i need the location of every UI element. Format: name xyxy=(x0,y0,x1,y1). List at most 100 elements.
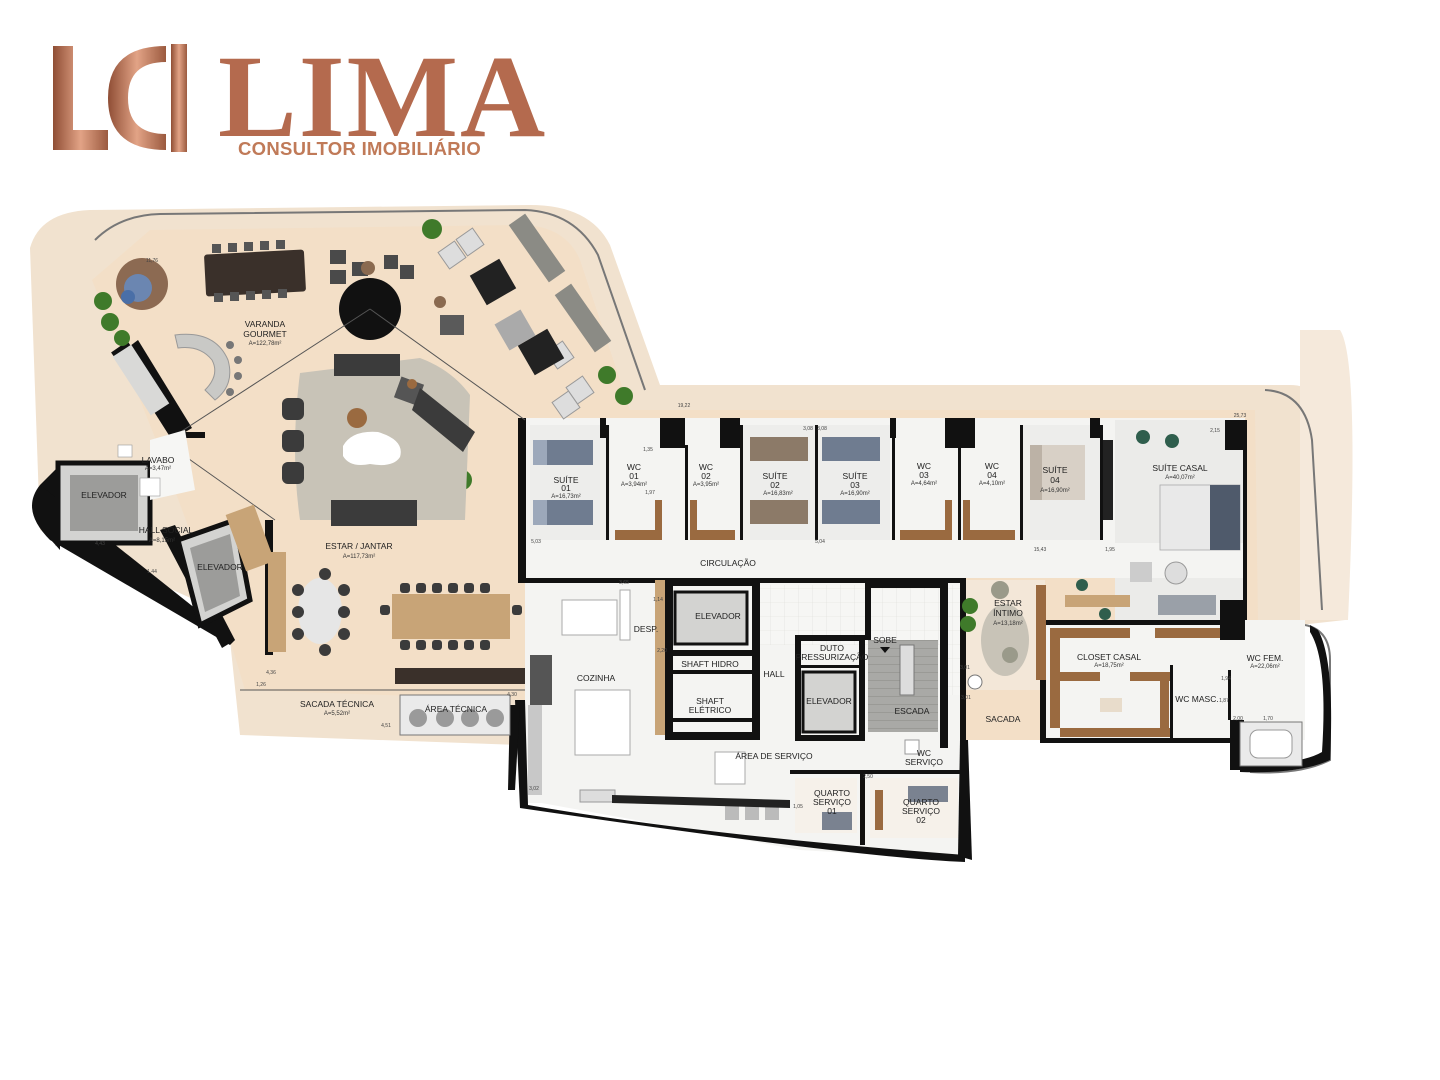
label-estar-intimo-2: ÍNTIMO xyxy=(993,608,1023,618)
varanda-furniture xyxy=(112,213,612,420)
dim-13: 1,14 xyxy=(653,597,663,603)
dim-26: 1,44 xyxy=(147,569,157,575)
label-circulacao: CIRCULAÇÃO xyxy=(700,558,756,568)
dim-22: 4,51 xyxy=(381,723,391,729)
label-duto-1: DUTO xyxy=(820,643,844,653)
area-suite02: A=16,83m² xyxy=(763,491,793,497)
dim-17: 1,87 xyxy=(1219,698,1229,704)
label-duto-2: PRESSURIZAÇÃO xyxy=(796,652,869,662)
area-estar-intimo: A=13,18m² xyxy=(993,621,1023,627)
kitchen-furniture xyxy=(528,580,790,820)
elevador-hall-box xyxy=(801,670,857,734)
dim-18: 2,00 xyxy=(1233,716,1243,722)
area-varanda: A=122,78m² xyxy=(249,341,282,347)
label-elevador-west-1: ELEVADOR xyxy=(81,490,127,500)
dim-12: 2,15 xyxy=(1210,428,1220,434)
label-quarto-servico2-2: SERVIÇO xyxy=(902,806,940,816)
label-escada: ESCADA xyxy=(895,706,930,716)
label-shaft-hidro: SHAFT HIDRO xyxy=(681,659,739,669)
brand-name: LIMA xyxy=(218,31,548,162)
label-lavabo: LAVABO xyxy=(142,455,175,465)
label-sacada-tecnica: SACADA TÉCNICA xyxy=(300,699,374,709)
label-area-tecnica: ÁREA TÉCNICA xyxy=(425,704,488,714)
dim-2: 19,22 xyxy=(678,403,691,409)
label-elevador-servico: ELEVADOR xyxy=(695,611,741,621)
dim-8: 5,03 xyxy=(531,539,541,545)
area-wc01: A=3,94m² xyxy=(621,482,647,488)
label-shaft-eletrico-1: SHAFT xyxy=(696,696,724,706)
area-closet-casal: A=18,75m² xyxy=(1094,663,1124,669)
label-estar-intimo-1: ESTAR xyxy=(994,598,1022,608)
area-wc04: A=4,10m² xyxy=(979,481,1005,487)
area-suite-casal: A=40,07m² xyxy=(1165,475,1195,481)
dim-20: 3,01 xyxy=(960,665,970,671)
dim-9: 5,04 xyxy=(815,539,825,545)
label-area-servico: ÁREA DE SERVIÇO xyxy=(735,751,813,761)
area-suite03: A=16,90m² xyxy=(840,491,870,497)
label-suite03-1: SUÍTE xyxy=(842,471,867,481)
dim-21: 3,01 xyxy=(961,695,971,701)
label-quarto-servico2-1: QUARTO xyxy=(903,797,939,807)
label-desp: DESP. xyxy=(634,624,658,634)
bedroom-furniture xyxy=(533,430,1241,620)
area-estar-jantar: A=117,73m² xyxy=(343,554,375,560)
label-closet-casal: CLOSET CASAL xyxy=(1077,652,1141,662)
label-suite01-2: 01 xyxy=(561,483,571,493)
label-suite04-1: SUÍTE xyxy=(1042,465,1067,475)
label-quarto-servico1-1: QUARTO xyxy=(814,788,850,798)
lc-monogram-icon xyxy=(53,44,187,152)
label-suite-casal: SUÍTE CASAL xyxy=(1152,463,1208,473)
label-varanda-1: VARANDA xyxy=(245,319,286,329)
living-room-furniture xyxy=(225,354,525,684)
label-varanda-2: GOURMET xyxy=(243,329,286,339)
dim-10: 15,43 xyxy=(1034,547,1047,553)
label-quarto-servico1-3: 01 xyxy=(827,806,837,816)
label-suite03-2: 03 xyxy=(850,480,860,490)
dim-16: 1,94 xyxy=(1221,676,1231,682)
label-suite04-2: 04 xyxy=(1050,475,1060,485)
dim-11: 1,95 xyxy=(1105,547,1115,553)
dim-25: 4,43 xyxy=(95,541,105,547)
dim-1: 11,76 xyxy=(146,258,158,264)
label-estar-jantar: ESTAR / JANTAR xyxy=(325,541,392,551)
dim-5: 1,97 xyxy=(645,490,655,496)
dim-29: 1,05 xyxy=(793,804,803,810)
label-cozinha: COZINHA xyxy=(577,673,616,683)
label-hall: HALL xyxy=(763,669,785,679)
label-suite01-1: SUÍTE xyxy=(553,475,578,485)
label-quarto-servico1-2: SERVIÇO xyxy=(813,797,851,807)
area-suite04: A=16,90m² xyxy=(1040,488,1070,494)
dim-7: 3,08 xyxy=(817,426,827,432)
label-sobe: SOBE xyxy=(873,635,897,645)
label-wc01-1: WC xyxy=(627,462,641,472)
stair-arrow-icon xyxy=(880,647,890,653)
label-wc03-1: WC xyxy=(917,461,931,471)
brand-tagline: CONSULTOR IMOBILIÁRIO xyxy=(238,138,482,159)
area-hall-social: A=8,15m² xyxy=(149,538,175,544)
area-wc-fem: A=22,06m² xyxy=(1250,664,1280,670)
elevador-servico-box xyxy=(673,590,749,646)
label-wc04-2: 04 xyxy=(987,470,997,480)
elevator-west-1 xyxy=(55,460,153,546)
area-wc02: A=3,95m² xyxy=(693,482,719,488)
dim-4: 1,35 xyxy=(643,447,653,453)
label-wc-masc: WC MASC. xyxy=(1175,694,1218,704)
label-suite02-1: SUÍTE xyxy=(762,471,787,481)
dim-30: 3,02 xyxy=(529,786,539,792)
area-lavabo: A=3,47m² xyxy=(145,466,171,472)
closet-furniture xyxy=(1050,628,1220,737)
dim-14: 2,20 xyxy=(657,648,667,654)
area-suite01: A=16,73m² xyxy=(551,494,581,500)
dim-23: 4,30 xyxy=(507,692,517,698)
label-elevador-west-2: ELEVADOR xyxy=(197,562,243,572)
label-shaft-eletrico-2: ELÉTRICO xyxy=(689,705,732,715)
label-wc04-1: WC xyxy=(985,461,999,471)
label-quarto-servico2-3: 02 xyxy=(916,815,926,825)
dim-3: 25,73 xyxy=(1234,413,1247,419)
label-wc-fem: WC FEM. xyxy=(1247,653,1284,663)
label-wc-servico-2: SERVIÇO xyxy=(905,757,943,767)
elevator-west-2 xyxy=(175,516,253,629)
label-suite02-2: 02 xyxy=(770,480,780,490)
label-wc01-2: 01 xyxy=(629,471,639,481)
